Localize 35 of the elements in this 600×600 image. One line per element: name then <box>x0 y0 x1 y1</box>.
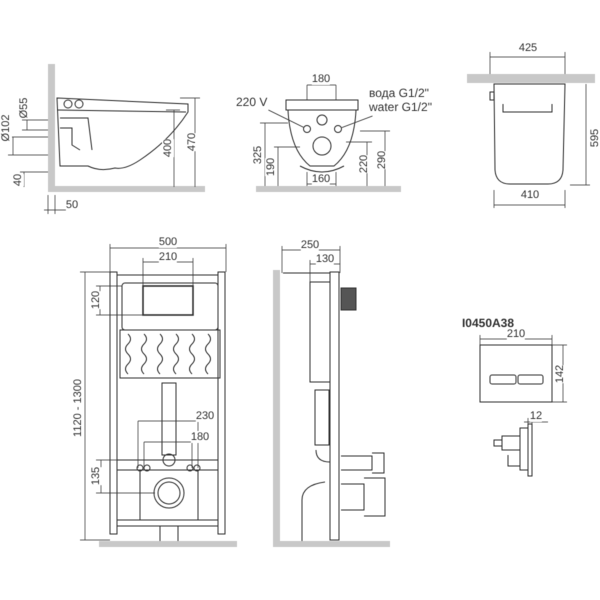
callout-text: 220 V <box>236 95 268 109</box>
callout-text: water G1/2" <box>369 100 433 114</box>
dimension-value: 400 <box>162 138 174 158</box>
dimension-value: Ø55 <box>18 98 30 118</box>
dimension-value: 250 <box>300 239 320 251</box>
dimension-value: 410 <box>520 189 540 201</box>
dimension-value: 180 <box>190 431 210 443</box>
dimension-value: 500 <box>158 236 178 248</box>
water-inlet <box>334 125 342 133</box>
dimension-value: 595 <box>589 128 600 148</box>
dimension-value: 180 <box>312 73 330 85</box>
dimension-value: 325 <box>252 146 264 164</box>
dimension-value: 425 <box>518 42 538 54</box>
dimension-value: 40 <box>12 174 24 186</box>
dimension-value: 290 <box>376 150 388 170</box>
water-inlet <box>303 125 311 133</box>
dimension-value: 210 <box>158 251 178 263</box>
dimension-value: 190 <box>265 158 277 176</box>
dimension-value: Ø102 <box>0 114 12 142</box>
dimension-value: 230 <box>196 410 214 422</box>
dimension-value: 120 <box>90 290 102 310</box>
dimension-value: 1120 - 1300 <box>72 379 84 437</box>
dimension-value: 135 <box>90 466 102 486</box>
dimension-value: 470 <box>186 132 198 152</box>
dimension-value: 142 <box>554 364 566 384</box>
callout-text: вода G1/2" <box>369 86 430 100</box>
model-code: I0450A38 <box>462 317 514 329</box>
dimension-value: 50 <box>66 199 78 211</box>
dimension-value: 160 <box>312 173 330 185</box>
leader-line <box>268 110 304 128</box>
dimension-value: 130 <box>316 253 334 265</box>
dimension-value: 220 <box>358 154 370 174</box>
dimension-value: 12 <box>530 410 542 422</box>
dimension-value: 210 <box>506 328 526 340</box>
leader-line <box>341 116 373 128</box>
